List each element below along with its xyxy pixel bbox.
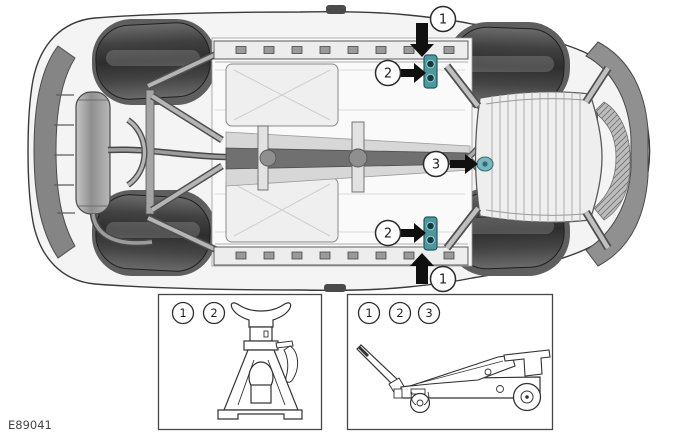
figure-code-label: E89041 [8,418,52,432]
callout-2-upper-label: 2 [384,67,392,82]
rear-bumper [33,45,76,259]
jack-stand-callout-2: 2 [210,306,217,320]
callout-3-label: 3 [432,158,440,173]
front-bumper-hatch [593,101,631,221]
callout-1-upper: 1 [429,5,457,33]
floor-jack-drawing [356,344,551,414]
jack-stand-callout-1: 1 [179,306,186,320]
floor-jack-callout-3: 3 [425,306,432,320]
rear-suspension-arms [126,46,227,258]
jack-pad-upper [423,54,438,89]
driveshaft-joint-2 [348,148,368,168]
arrow-right-icon-lower [399,223,426,243]
callout-2-lower-label: 2 [384,227,392,242]
arrow-down-icon [410,23,434,57]
muffler [75,91,111,215]
driveshaft-joint [259,149,277,167]
sill-lower [213,246,469,266]
vehicle-underbody-illustration: 1 2 3 2 1 [27,5,651,293]
callout-1-lower: 1 [429,265,457,293]
center-lift-point [476,156,494,172]
arrow-up-icon [410,253,434,284]
callout-1-lower-label: 1 [439,273,447,288]
front-suspension-arms [443,63,612,251]
jack-stand-inset: 1 2 [157,293,323,431]
callout-2-upper: 2 [374,59,402,87]
callout-3-center: 3 [422,150,450,178]
engine-skid-plate [474,91,603,223]
floor-jack-callout-1: 1 [365,306,372,320]
floor-jack-inset: 1 2 3 [346,293,554,431]
jack-pad-lower [423,216,438,251]
sill-upper [213,40,469,60]
arrow-right-icon-upper [399,63,426,83]
floor-jack-callout-2: 2 [396,306,403,320]
front-bumper [585,41,649,267]
jack-stand-drawing [217,302,303,420]
arrow-right-icon-center [450,154,478,174]
callout-1-upper-label: 1 [439,13,447,28]
callout-2-lower: 2 [374,219,402,247]
